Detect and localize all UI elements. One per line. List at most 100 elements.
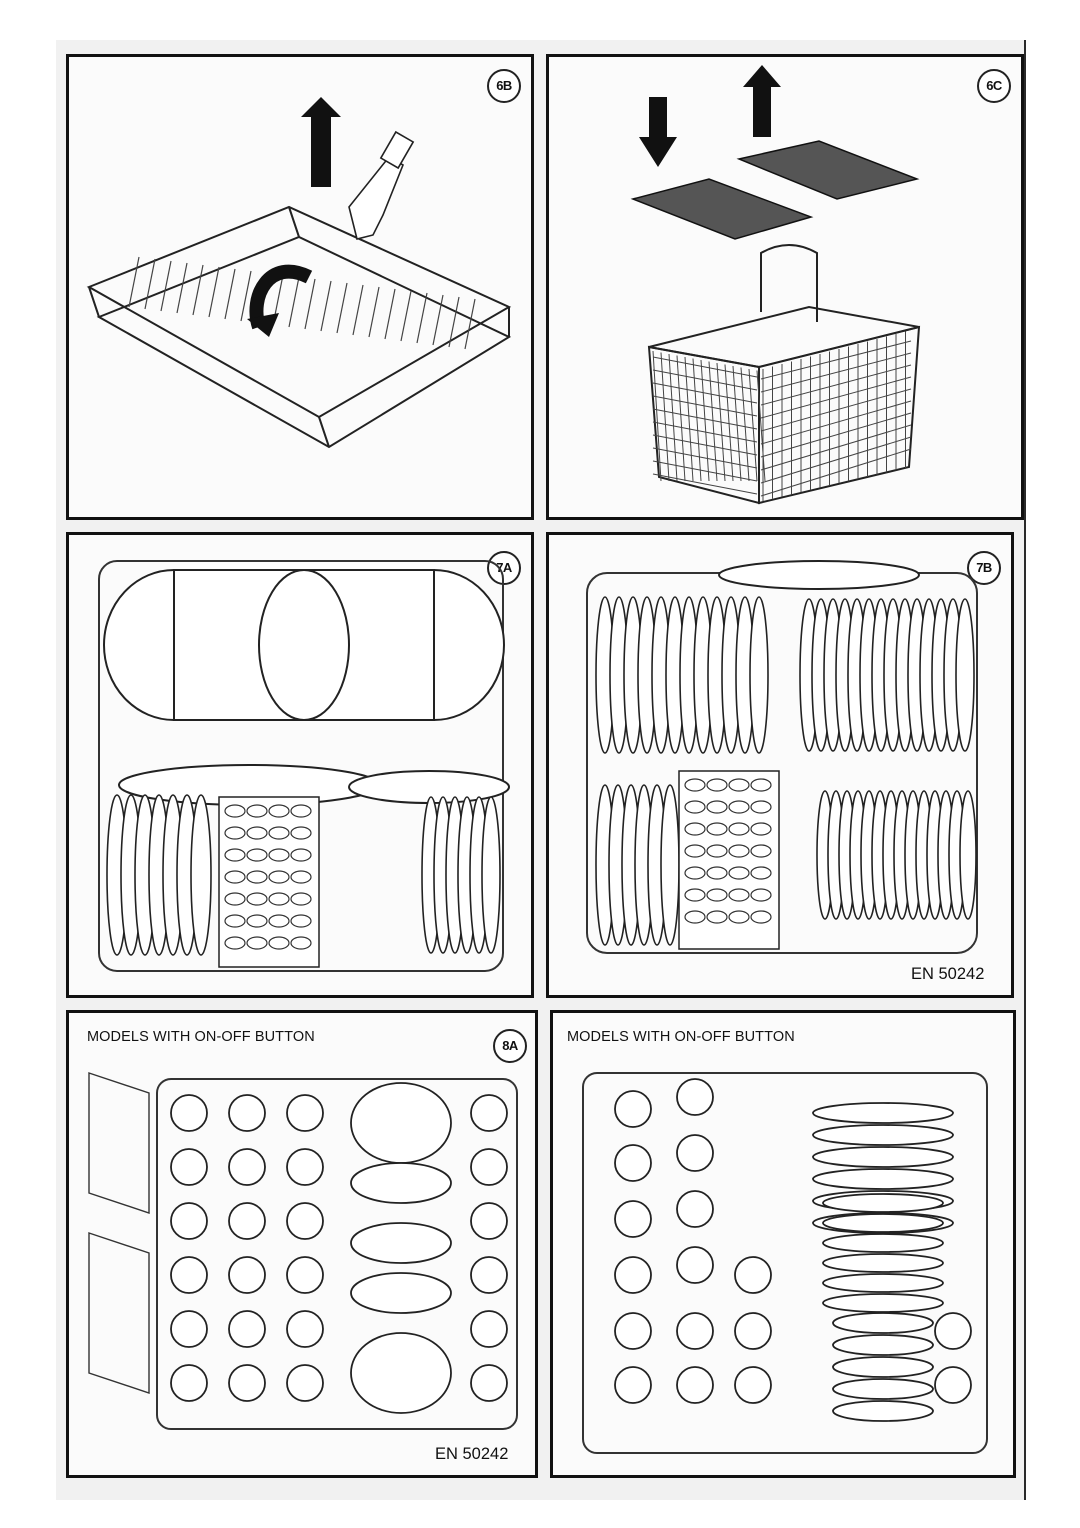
cutlery-item bbox=[290, 870, 312, 884]
rack-tine bbox=[144, 258, 156, 310]
saucer bbox=[822, 1193, 944, 1213]
saucer bbox=[822, 1273, 944, 1293]
basket-grid-line bbox=[760, 340, 912, 380]
cup bbox=[286, 1256, 324, 1294]
figure-badge-6b: 6B bbox=[487, 69, 521, 103]
basket-grid-line bbox=[748, 368, 758, 482]
basket-grid-line bbox=[652, 434, 758, 456]
cup bbox=[470, 1202, 508, 1240]
basket-grid-line bbox=[652, 460, 758, 482]
rack-tine bbox=[432, 294, 444, 346]
cup bbox=[614, 1256, 652, 1294]
pots-and-plates-illustration bbox=[98, 560, 510, 972]
bowl bbox=[350, 1332, 452, 1414]
cutlery-item bbox=[268, 870, 290, 884]
cup bbox=[170, 1094, 208, 1132]
basket-grid-line bbox=[760, 376, 912, 419]
cutlery-item bbox=[290, 892, 312, 906]
basket-grid-line bbox=[760, 412, 912, 458]
cup bbox=[614, 1144, 652, 1182]
basket-grid-line bbox=[652, 473, 758, 495]
basket-grid-line bbox=[760, 352, 912, 393]
cutlery-item bbox=[224, 914, 246, 928]
basket-grid-line bbox=[756, 370, 766, 482]
basket-grid-line bbox=[652, 369, 758, 391]
basket-grid-line bbox=[760, 448, 912, 497]
cup bbox=[286, 1148, 324, 1186]
saucer bbox=[832, 1334, 934, 1356]
figure-7a-lower-rack-pots: 7A bbox=[66, 532, 534, 998]
cup bbox=[170, 1310, 208, 1348]
cutlery-item bbox=[684, 778, 706, 792]
cutlery-basket-illustration bbox=[630, 65, 921, 505]
rack-tine bbox=[416, 292, 428, 344]
cup bbox=[676, 1246, 714, 1284]
cutlery-item bbox=[728, 910, 750, 924]
basket-grid-line bbox=[652, 382, 758, 404]
cutlery-item bbox=[246, 914, 268, 928]
mixed-rack-illustration bbox=[582, 1072, 988, 1454]
cup bbox=[470, 1364, 508, 1402]
basket-grid-line bbox=[740, 367, 750, 482]
saucer bbox=[832, 1356, 934, 1378]
cutlery-item bbox=[268, 804, 290, 818]
cutlery-item bbox=[224, 936, 246, 950]
basket-grid-line bbox=[760, 400, 912, 445]
cutlery-item bbox=[706, 888, 728, 902]
cutlery-item bbox=[706, 778, 728, 792]
plate bbox=[660, 784, 680, 946]
cutlery-item bbox=[728, 888, 750, 902]
cup bbox=[934, 1366, 972, 1404]
basket-grid-line bbox=[760, 436, 912, 484]
cup bbox=[286, 1202, 324, 1240]
cups-rack-illustration bbox=[88, 1072, 518, 1430]
cutlery-item bbox=[246, 892, 268, 906]
cutlery-item bbox=[750, 910, 772, 924]
standard-label: EN 50242 bbox=[911, 965, 985, 983]
figure-8a-upper-rack-cups: MODELS WITH ON-OFF BUTTON 8A EN 50242 bbox=[66, 1010, 538, 1478]
rack-tine bbox=[208, 266, 220, 318]
cup bbox=[228, 1310, 266, 1348]
rack-tine bbox=[160, 260, 172, 312]
figure-6b-basket-removal: 6B bbox=[66, 54, 534, 520]
bowl bbox=[350, 1082, 452, 1164]
basket-grid-line bbox=[652, 350, 662, 482]
cup bbox=[676, 1078, 714, 1116]
saucer bbox=[822, 1233, 944, 1253]
basket-grid-line bbox=[660, 352, 670, 482]
rack-tine bbox=[352, 284, 364, 336]
rack-tine bbox=[384, 288, 396, 340]
cup bbox=[934, 1312, 972, 1350]
rack-tine bbox=[400, 290, 412, 342]
figure-7b-rack-plates: 7B EN 50242 bbox=[546, 532, 1014, 998]
figure-6c-cutlery-basket: 6C bbox=[546, 54, 1024, 520]
cup bbox=[470, 1148, 508, 1186]
cutlery-item bbox=[728, 800, 750, 814]
cup bbox=[286, 1364, 324, 1402]
cutlery-item bbox=[684, 888, 706, 902]
cutlery-item bbox=[728, 844, 750, 858]
basket-grid-line bbox=[760, 424, 912, 471]
cutlery-item bbox=[706, 800, 728, 814]
cutlery-item bbox=[706, 866, 728, 880]
cup bbox=[734, 1312, 772, 1350]
rack-tine bbox=[448, 296, 460, 348]
cup bbox=[286, 1094, 324, 1132]
cutlery-item bbox=[290, 848, 312, 862]
basket-grid-line bbox=[652, 356, 758, 378]
saucer bbox=[822, 1253, 944, 1273]
cutlery-item bbox=[684, 844, 706, 858]
bowl bbox=[350, 1162, 452, 1204]
cup bbox=[228, 1148, 266, 1186]
cutlery-item bbox=[246, 804, 268, 818]
saucer bbox=[812, 1146, 954, 1168]
cutlery-item bbox=[246, 936, 268, 950]
cutlery-item bbox=[706, 822, 728, 836]
saucer bbox=[832, 1378, 934, 1400]
up-arrow-icon bbox=[743, 65, 781, 137]
cup bbox=[614, 1312, 652, 1350]
cup bbox=[228, 1364, 266, 1402]
cutlery-item bbox=[728, 822, 750, 836]
cutlery-item bbox=[224, 804, 246, 818]
cup bbox=[170, 1364, 208, 1402]
